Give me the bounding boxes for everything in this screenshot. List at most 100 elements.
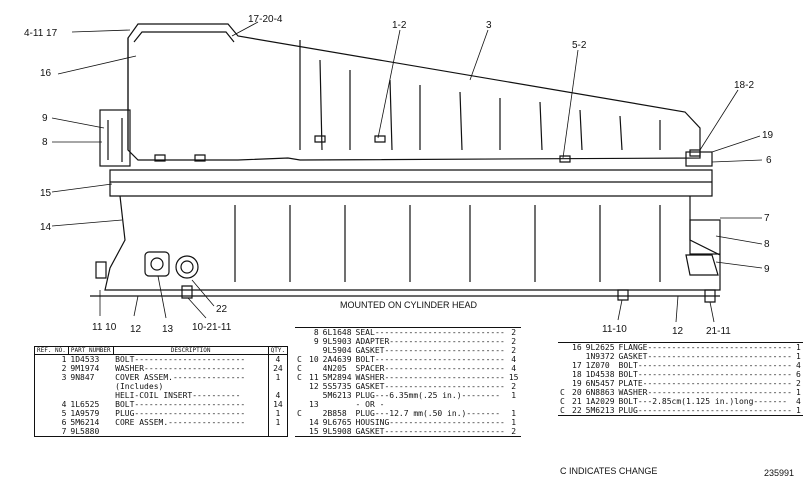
cell-c [558, 361, 570, 370]
cell-qty [507, 400, 521, 409]
cell-part: 9L5908 [322, 427, 352, 436]
callout-3: 3 [486, 20, 492, 31]
cell-ref: 4 [61, 400, 67, 409]
cell-ref [307, 346, 321, 355]
cell-qty [267, 427, 288, 437]
cell-c: C [297, 355, 302, 364]
callout-17-20-4: 17-20-4 [248, 14, 283, 25]
cell-c [295, 391, 307, 400]
cell-ref [570, 352, 584, 361]
cell-qty: 2 [511, 328, 517, 337]
cell-c [558, 343, 570, 353]
cell-desc: FLANGE------------------------------ [618, 343, 792, 352]
cell-part: 5M6213 [322, 391, 352, 400]
cell-ref [307, 391, 321, 400]
cell-c [295, 346, 307, 355]
cell-c: C [560, 388, 565, 397]
callout-18-2: 18-2 [734, 80, 754, 91]
cell-c [558, 352, 570, 361]
cell-ref: 18 [572, 370, 582, 379]
cell-ref [35, 391, 69, 400]
cell-qty: 1 [511, 418, 517, 427]
table-row: 13 - OR - [295, 400, 521, 409]
cell-c: C [560, 406, 565, 415]
cell-part: 9N847 [70, 373, 95, 382]
cell-qty: 4 [795, 397, 801, 406]
cell-qty: 1 [511, 409, 517, 418]
callout-15: 15 [40, 188, 52, 199]
cell-ref: 8 [313, 328, 319, 337]
cell-desc: PLUG-------------------------------- [618, 406, 792, 415]
callout-labels: 4-11 17 17-20-4 1-2 3 5-2 18-2 19 6 16 9… [24, 14, 774, 337]
cell-qty: 1 [511, 391, 517, 400]
cell-part: 5M6214 [70, 418, 100, 427]
cell-qty: 2 [511, 346, 517, 355]
cell-part: 9L5903 [322, 337, 352, 346]
cell-part: 1A2029 [585, 397, 615, 406]
callout-9-lower: 9 [764, 264, 770, 275]
cell-desc: PLUG---6.35mm(.25 in.)-------- [355, 391, 501, 400]
description-header: DESCRIPTION [112, 346, 269, 355]
cell-qty: 1 [267, 373, 288, 382]
cell-qty: 24 [267, 364, 288, 373]
cell-desc: BOLT----------------------- [115, 400, 246, 409]
cell-ref [35, 382, 69, 391]
leader-lines [51, 21, 763, 323]
cell-desc: GASKET------------------------- [355, 346, 505, 355]
cell-desc: GASKET------------------------- [355, 427, 505, 436]
callout-19: 19 [762, 130, 774, 141]
cell-desc: PLUG----------------------- [115, 409, 246, 418]
cell-part: 9M1974 [70, 364, 100, 373]
cell-qty: 14 [267, 400, 288, 409]
qty-header: QTY. [267, 346, 289, 355]
cell-qty: 1 [795, 343, 801, 352]
cell-part: 6N8863 [585, 388, 615, 397]
cell-ref: 5 [61, 409, 67, 418]
cell-desc: - OR - [355, 400, 385, 409]
cell-qty: 1 [795, 352, 801, 361]
cell-desc: BOLT----------------------- [115, 355, 246, 364]
cell-ref: 2 [61, 364, 67, 373]
cell-ref: 21 [572, 397, 582, 406]
cell-ref: 19 [572, 379, 582, 388]
cell-qty: 4 [511, 364, 517, 373]
cell-desc: GASKET------------------------- [355, 382, 505, 391]
cell-qty [267, 382, 288, 391]
cell-part: 2B858 [322, 409, 347, 418]
cell-qty: 15 [508, 373, 519, 382]
ref-no-header: REF. NO. [34, 346, 69, 355]
callout-1-2: 1-2 [392, 20, 407, 31]
cell-desc: WASHER------------------------------ [618, 388, 792, 397]
callout-16: 16 [40, 68, 52, 79]
cell-desc: SEAL--------------------------- [355, 328, 505, 337]
callout-22: 22 [216, 304, 228, 315]
cell-desc: HELI-COIL INSERT---------- [115, 391, 241, 400]
callout-11-10-right: 11-10 [602, 324, 627, 335]
cell-qty: 6 [795, 370, 801, 379]
cell-part: 1L6525 [70, 400, 100, 409]
mounted-caption: MOUNTED ON CYLINDER HEAD [340, 300, 478, 310]
cell-c [295, 337, 307, 346]
callout-10-21-11: 10-21-11 [192, 322, 232, 333]
cell-desc: HOUSING------------------------ [355, 418, 505, 427]
callout-13: 13 [162, 324, 174, 335]
cell-part [321, 400, 354, 409]
callout-12-right: 12 [672, 326, 684, 337]
